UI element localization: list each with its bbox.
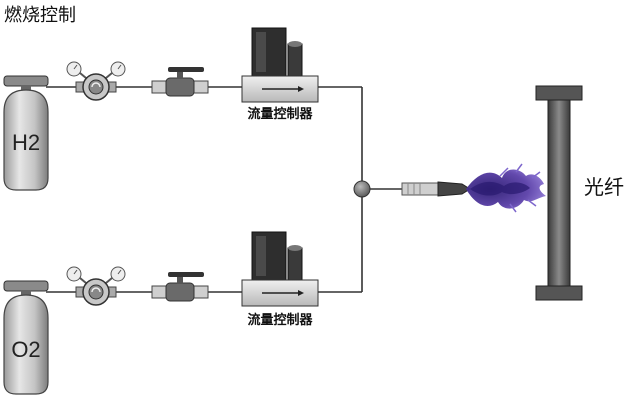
mass-flow-controller-icon — [241, 27, 319, 103]
gas-cylinder-o2: O2 — [3, 280, 49, 395]
pipe-junction-icon — [353, 180, 371, 198]
burner-nozzle — [401, 181, 471, 197]
ball-valve-bottom — [151, 272, 209, 302]
gas-cylinder-h2: H2 — [3, 75, 49, 191]
gas-cylinder-icon — [3, 294, 49, 395]
pressure-regulator-icon — [66, 61, 126, 101]
flame — [466, 163, 546, 213]
controller-label-bottom: 流量控制器 — [247, 312, 313, 328]
optical-fiber-icon — [535, 85, 583, 301]
tank-label-o2: O2 — [11, 337, 40, 362]
burner-nozzle-icon — [401, 181, 471, 197]
gas-cylinder-icon — [3, 89, 49, 191]
diagram-title: 燃烧控制 — [4, 5, 76, 26]
pipe-network — [46, 86, 402, 293]
ball-valve-top — [151, 67, 209, 97]
mass-flow-controller-bottom: 流量控制器 — [241, 231, 319, 328]
ball-valve-icon — [151, 67, 209, 97]
mass-flow-controller-icon — [241, 231, 319, 307]
controller-label-top: 流量控制器 — [247, 106, 313, 122]
pressure-regulator-icon — [66, 266, 126, 306]
pressure-regulator-top — [66, 61, 126, 101]
pressure-regulator-bottom — [66, 266, 126, 306]
flame-icon — [466, 163, 546, 213]
mass-flow-controller-top: 流量控制器 — [241, 27, 319, 122]
cylinder-cap-icon — [3, 75, 49, 87]
fiber-label: 光纤 — [584, 175, 624, 199]
tank-label-h2: H2 — [12, 130, 40, 155]
optical-fiber: 光纤 — [535, 85, 624, 301]
cylinder-cap-icon — [3, 280, 49, 292]
ball-valve-icon — [151, 272, 209, 302]
